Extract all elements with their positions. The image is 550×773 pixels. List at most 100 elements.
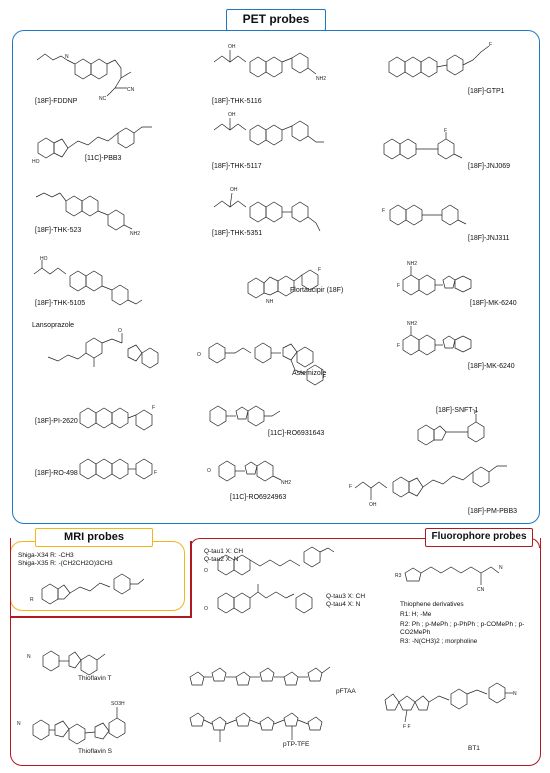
thk5351-structure: OH	[213, 187, 321, 232]
svg-text:NH: NH	[266, 299, 274, 305]
label-pbb3: [11C]-PBB3	[85, 155, 122, 162]
bt1-structure: F F N	[384, 682, 517, 730]
ptptfe-structure	[189, 712, 323, 742]
svg-text:F: F	[474, 410, 477, 416]
thiophene-r3: R3: -N(CH3)2 ; morpholine	[400, 638, 478, 645]
pi2620-structure: F	[79, 405, 155, 431]
svg-text:O: O	[204, 606, 208, 612]
label-astemizole: Astemizole	[292, 370, 327, 377]
ro6931643-structure	[209, 405, 281, 427]
svg-text:SO3H: SO3H	[111, 701, 125, 707]
svg-text:F: F	[397, 343, 400, 349]
thk5105-structure: HO	[33, 256, 143, 306]
thiophene-r2: R2: Ph ; p-MePh ; p-PhPh ; p-COMePh ; p-	[400, 621, 525, 628]
label-pi2620: [18F]-PI-2620	[35, 418, 78, 425]
svg-text:F: F	[349, 484, 352, 490]
label-ro6924963: [11C]-RO6924963	[230, 494, 287, 501]
svg-text:F: F	[154, 470, 157, 476]
svg-text:N: N	[513, 691, 517, 697]
thiophene-structure: R3 N CN	[395, 565, 503, 593]
qtau1-text: Q-tau1 X: CH	[204, 548, 244, 555]
label-flortaucipir: Flortaucipir (18F)	[290, 287, 344, 294]
svg-text:OH: OH	[369, 502, 377, 508]
shiga-structure: R	[30, 573, 145, 605]
svg-text:HO: HO	[40, 256, 48, 262]
label-thioflavin-s: Thioflavin S	[78, 748, 112, 755]
gtp1-structure: F	[388, 42, 492, 78]
astemizole-structure: O F	[197, 342, 326, 386]
qtau34-structure: O	[204, 584, 313, 614]
ro6924963-structure: O NH2	[207, 460, 291, 486]
svg-text:F: F	[489, 42, 492, 48]
label-ro498: [18F]-RO-498	[35, 470, 78, 477]
svg-text:HO: HO	[32, 159, 40, 165]
svg-text:F: F	[152, 405, 155, 411]
ro498-structure: F	[79, 458, 157, 480]
svg-text:NH2: NH2	[316, 76, 326, 82]
thiophene-r2b: CO2MePh	[400, 629, 431, 636]
svg-text:CN: CN	[477, 587, 485, 593]
label-ro6931643: [11C]-RO6931643	[268, 430, 325, 437]
qtau4-text: Q-tau4 X: N	[326, 601, 361, 608]
thk523-structure: NH2	[35, 192, 140, 237]
svg-text:OH: OH	[230, 187, 238, 193]
jnj069-structure: F	[383, 128, 463, 160]
svg-text:NH2: NH2	[281, 480, 291, 486]
label-jnj069: [18F]-JNJ069	[468, 163, 511, 170]
thiophene-title: Thiophene derivatives	[400, 601, 464, 608]
svg-text:F: F	[382, 208, 385, 214]
svg-text:OH: OH	[228, 112, 236, 118]
svg-text:O: O	[204, 568, 208, 574]
label-gtp1: [18F]-GTP1	[468, 88, 505, 95]
svg-text:NH2: NH2	[130, 231, 140, 237]
thioflavin-t-structure: N	[27, 650, 106, 676]
svg-text:N: N	[27, 654, 31, 660]
label-ptptfe: pTP-TFE	[283, 741, 310, 748]
qtau2-text: Q-tau2 X: N	[204, 556, 239, 563]
flortaucipir-structure: NH F	[247, 267, 321, 305]
label-thioflavin-t: Thioflavin T	[78, 675, 112, 682]
thioflavin-s-structure: N SO3H	[17, 701, 126, 745]
label-thk5351: [18F]-THK-5351	[212, 230, 263, 237]
fluoro-panel-left-stub	[190, 541, 192, 617]
svg-text:R: R	[30, 597, 34, 603]
fddnp-structure: N NC CN	[36, 53, 135, 102]
snft1-structure: F	[417, 410, 485, 446]
label-mk6240b: [18F]-MK-6240	[468, 363, 515, 370]
pet-title: PET probes	[226, 9, 326, 31]
svg-text:F: F	[318, 267, 321, 273]
svg-text:NH2: NH2	[407, 261, 417, 267]
svg-text:O: O	[118, 328, 122, 334]
label-lansoprazole: Lansoprazole	[32, 322, 75, 329]
fluoro-panel-divider	[10, 616, 192, 618]
svg-text:N: N	[17, 721, 21, 727]
label-thk5105: [18F]-THK-5105	[35, 300, 86, 307]
svg-text:O: O	[197, 352, 201, 358]
shiga35-text: Shiga-X35 R: -(CH2CH2O)3CH3	[18, 560, 113, 567]
svg-text:R3: R3	[395, 573, 402, 579]
label-bt1: BT1	[468, 745, 480, 752]
svg-text:O: O	[207, 468, 211, 474]
fluoro-title: Fluorophore probes	[425, 528, 533, 547]
svg-text:CN: CN	[127, 87, 135, 93]
svg-text:F: F	[323, 374, 326, 380]
label-jnj311: [18F]-JNJ311	[468, 235, 510, 242]
svg-text:NH2: NH2	[407, 321, 417, 327]
mk6240b-structure: NH2 F	[397, 321, 472, 356]
pmpbb3-structure: OH F	[349, 465, 507, 508]
svg-text:NC: NC	[99, 96, 107, 102]
label-snft1: [18F]-SNFT-1	[436, 407, 479, 414]
thk5116-structure: OH NH2	[213, 44, 326, 82]
thk5117-structure: OH	[213, 112, 324, 146]
svg-text:F: F	[444, 128, 447, 134]
svg-text:OH: OH	[228, 44, 236, 50]
label-thk5116: [18F]-THK-5116	[212, 98, 262, 105]
fluoro-panel	[10, 538, 541, 766]
pbb3-structure: HO	[32, 126, 152, 165]
qtau12-structure: O	[204, 546, 335, 576]
svg-text:N: N	[499, 565, 503, 571]
shiga34-text: Shiga-X34 R: -CH3	[18, 552, 74, 559]
pftaa-structure	[189, 666, 331, 686]
jnj311-structure: F	[382, 204, 467, 226]
lansoprazole-structure: O	[47, 328, 159, 369]
